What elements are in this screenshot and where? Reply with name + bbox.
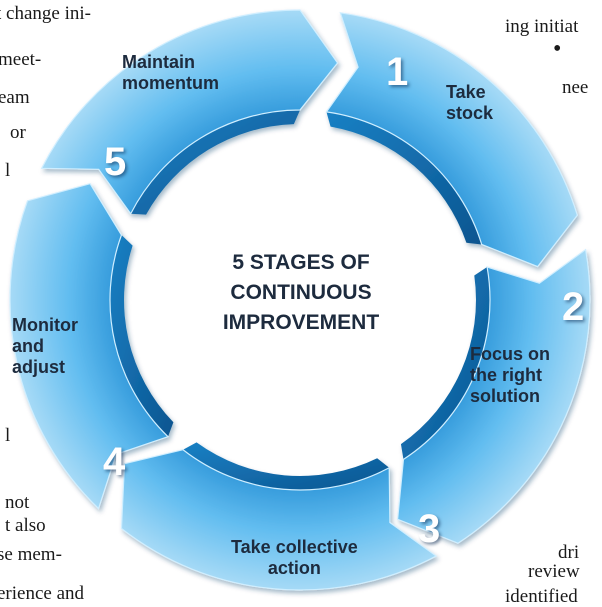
background-text-line: l xyxy=(5,425,11,446)
stage-5-label: Maintain momentum xyxy=(122,52,220,93)
stage-1-number: 1 xyxy=(386,50,409,94)
stage-2-number: 2 xyxy=(562,285,585,329)
center-title: 5 STAGES OF CONTINUOUS IMPROVEMENT xyxy=(222,251,380,334)
stage-3-label: Take collective action xyxy=(231,537,358,578)
arrow-1 xyxy=(325,12,578,268)
stage-2-label: Focus on the right solution xyxy=(470,344,550,406)
background-text-line: eam xyxy=(0,87,30,108)
stage-4-number: 4 xyxy=(103,440,126,484)
background-text-line: nee xyxy=(562,77,589,98)
background-text-line: meet- xyxy=(0,49,42,70)
background-text-line: t also xyxy=(5,515,46,536)
stage-3-number: 3 xyxy=(418,507,441,551)
background-text-line: erience and xyxy=(0,583,85,604)
background-text-line: t change ini- xyxy=(0,3,91,24)
background-text-line: ing initiat xyxy=(505,16,579,37)
stage-5-number: 5 xyxy=(104,140,127,184)
arrow-1-side xyxy=(326,111,482,245)
background-text-bullet: • xyxy=(553,36,562,62)
arrow-2 xyxy=(396,248,591,544)
arrow-4-side xyxy=(110,235,174,437)
arrow-5 xyxy=(40,9,339,215)
background-text-line: review xyxy=(528,561,580,582)
background-text-line: se mem- xyxy=(0,544,62,565)
stage-1-label: Take stock xyxy=(446,82,494,123)
background-text-line: not xyxy=(5,492,30,513)
arrow-3 xyxy=(120,449,438,591)
arrow-4 xyxy=(9,182,170,510)
arrow-5-side xyxy=(130,110,300,215)
stage-4-label: Monitor and adjust xyxy=(12,315,78,377)
background-text-line: dri xyxy=(558,542,580,563)
background-text-line: l xyxy=(5,160,11,181)
arrow-2-side xyxy=(400,267,490,460)
background-text-line: or xyxy=(10,122,26,143)
